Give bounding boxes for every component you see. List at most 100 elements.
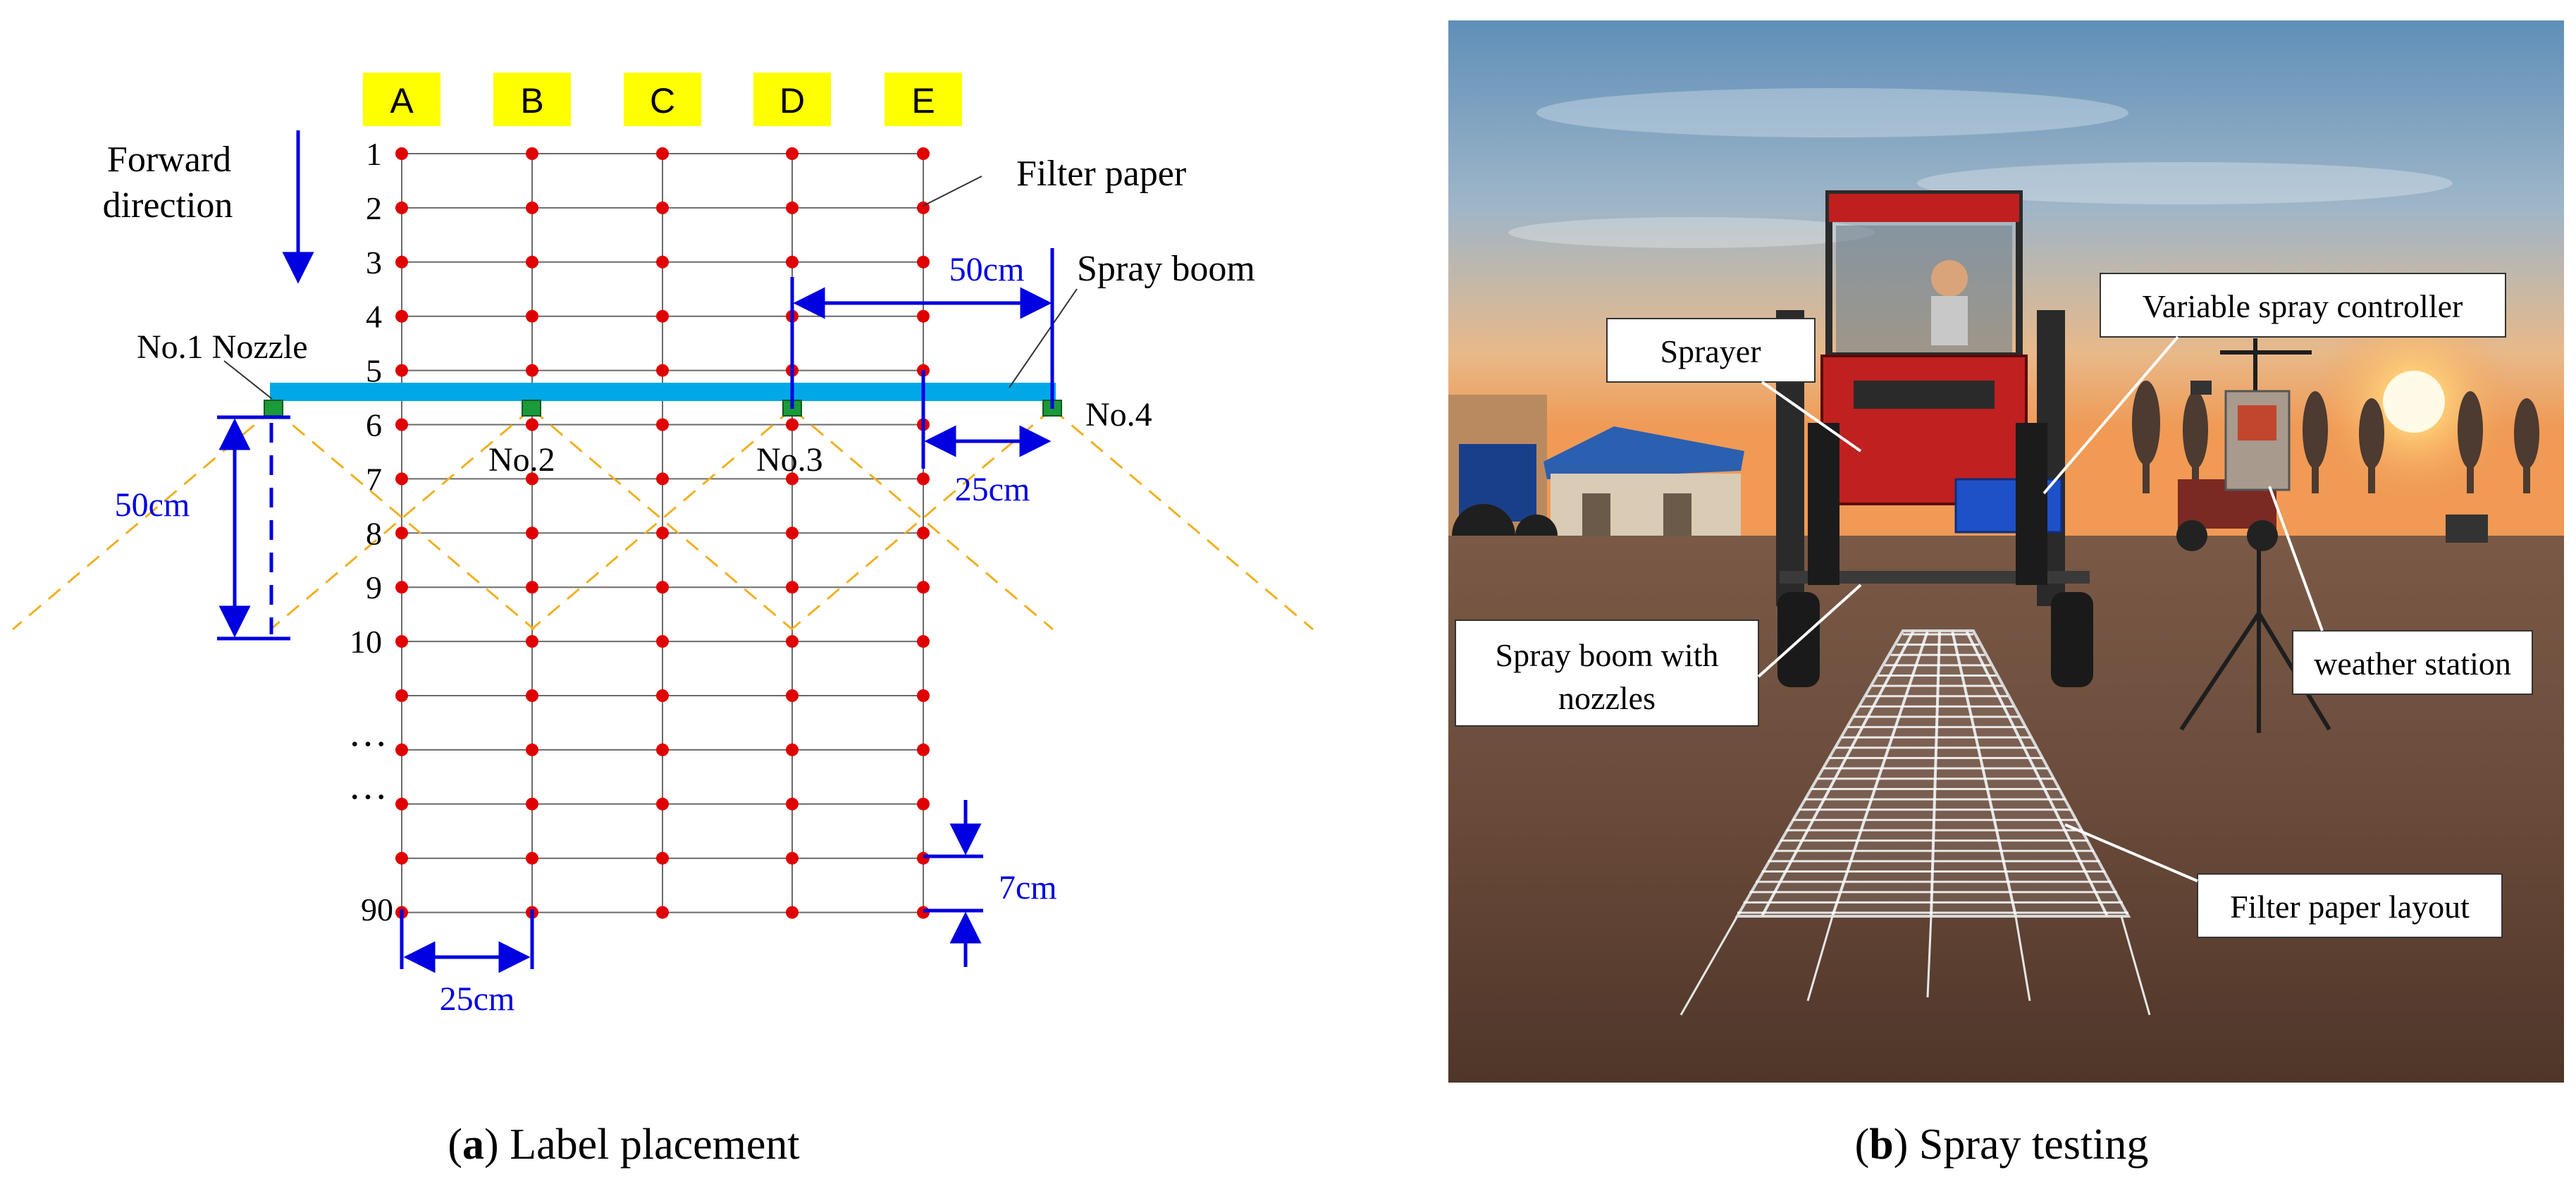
callout-weather: weather station [2268,486,2533,695]
filter-paper-point [786,797,799,811]
filter-paper-point [917,851,930,865]
filter-paper-point [395,309,408,323]
filter-paper-point [526,526,538,540]
filter-paper-point [395,364,408,377]
dimension-50cm-top [790,248,1054,409]
svg-text:B: B [520,81,543,121]
filter-paper-leader [923,175,982,207]
filter-paper-point [786,147,799,160]
nozzle4-label: No.4 [1085,396,1152,433]
filter-paper-point [656,689,669,702]
row-label: 6 [366,407,382,443]
filter-paper-point [526,309,538,323]
filter-paper-point [917,581,930,594]
row-label-90: 90 [361,892,393,928]
filter-paper-point [917,797,930,811]
row-label: 9 [366,569,382,605]
nozzle1-label: No.1 Nozzle [137,328,308,366]
filter-paper-point [526,147,538,160]
filter-paper-point [786,851,799,865]
filter-paper-points [395,147,930,919]
svg-text:C: C [650,81,675,121]
filter-paper-point [526,364,538,377]
svg-text:D: D [779,81,805,121]
column-label-c: C [624,73,701,126]
filter-paper-point [395,581,408,594]
row-label: 8 [366,515,382,551]
svg-text:Sprayer: Sprayer [1660,333,1761,369]
spray-boom-leader [1009,288,1078,388]
svg-text:Filter paper layout: Filter paper layout [2230,889,2470,925]
caption-b: (b) Spray testing [1855,1121,2149,1169]
svg-text:nozzles: nozzles [1558,680,1656,716]
spray-cone-edge [270,407,532,631]
tree-line [2132,381,2539,493]
filter-paper-point [526,797,538,811]
filter-paper-point [526,255,538,269]
row-ellipsis-1: … [348,711,388,755]
spray-testing-photo: Sprayer Variable spray controller Spray … [1448,20,2564,1169]
filter-paper-point [656,364,669,377]
dimension-25cm-top-label: 25cm [955,471,1030,508]
forward-label-line2: direction [103,185,233,226]
filter-paper-point [526,689,538,702]
nozzle3-label: No.3 [756,441,823,479]
filter-paper-point [656,472,669,486]
filter-paper-point [917,906,930,919]
dimension-50cm-top-label: 50cm [949,251,1025,288]
row-label: 5 [366,353,382,389]
filter-paper-point [656,526,669,540]
column-label-a: A [363,73,440,126]
filter-paper-point [786,526,799,540]
filter-paper-point [786,581,799,594]
svg-text:weather station: weather station [2314,646,2511,682]
spray-cone-edge [531,407,793,631]
filter-paper-point [526,418,538,431]
callout-boom: Spray boom with nozzles [1455,584,1862,727]
filter-paper-point [395,635,408,648]
filter-paper-point [526,201,538,214]
filter-paper-point [656,635,669,648]
nozzle1-leader [223,360,273,400]
spray-cone-edge [791,407,1054,631]
spray-cone-edge [273,407,535,631]
spray-boom-bar [270,383,1056,401]
filter-paper-point [917,309,930,323]
row-label: 3 [366,245,382,281]
filter-paper-point [656,851,669,865]
filter-paper-point [526,635,538,648]
nozzle-1 [264,400,283,417]
filter-paper-point [526,743,538,756]
filter-paper-point [395,147,408,160]
caption-a-text: Label placement [499,1121,800,1169]
row-label: 7 [366,461,382,497]
filter-paper-point [786,689,799,702]
filter-paper-point [917,526,930,540]
svg-text:A: A [390,81,414,121]
row-ellipsis-2: … [348,764,388,808]
column-label-d: D [753,73,831,126]
filter-paper-point [917,635,930,648]
nozzle2-label: No.2 [488,441,555,479]
filter-paper-point [656,418,669,431]
filter-paper-point [395,851,408,865]
filter-paper-point [395,418,408,431]
filter-paper-point [917,255,930,269]
filter-paper-point [786,472,799,486]
filter-paper-point [395,689,408,702]
filter-paper-point [526,472,538,486]
dimension-7cm [923,800,983,967]
caption-b-letter: b [1869,1121,1893,1169]
filter-paper-point [656,147,669,160]
nozzle-2 [522,400,541,417]
filter-paper-point [526,581,538,594]
dimension-25cm-bottom-label: 25cm [440,980,515,1018]
filter-paper-point [917,147,930,160]
callout-sprayer: Sprayer [1606,318,1862,452]
filter-paper-point [917,472,930,486]
dimension-25cm-bottom [400,909,534,973]
filter-paper-label: Filter paper [1016,154,1186,194]
filter-paper-point [395,255,408,269]
